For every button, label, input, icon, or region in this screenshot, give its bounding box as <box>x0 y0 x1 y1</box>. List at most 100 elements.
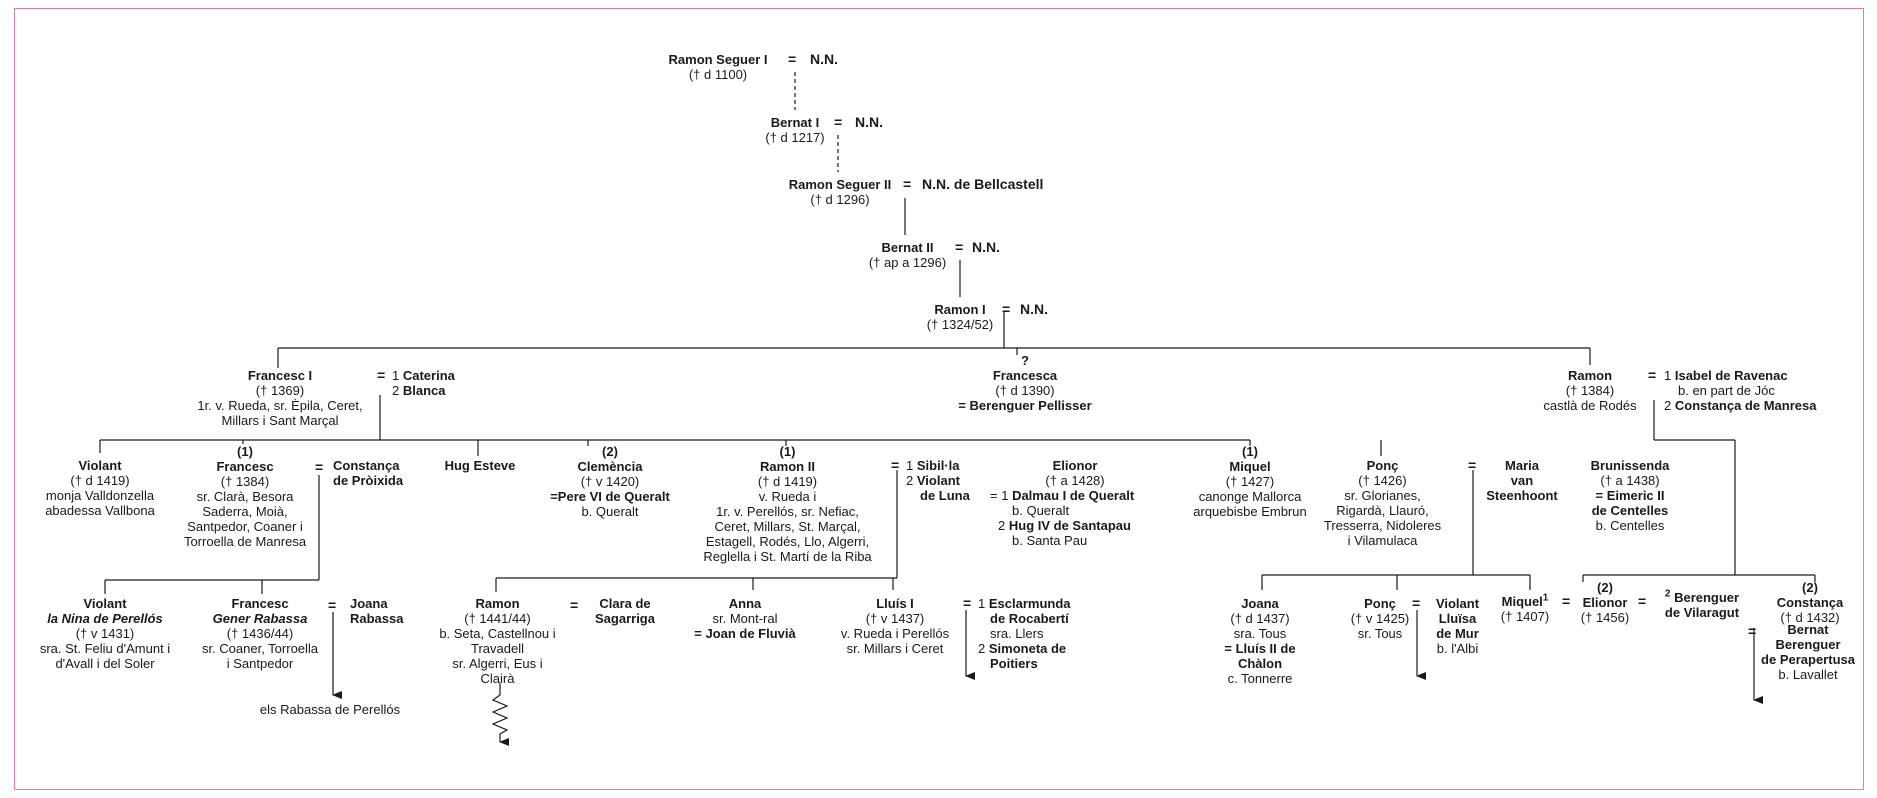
person-info: († v 1425) <box>1350 611 1410 626</box>
person-info: b. Seta, Castellnou i <box>439 626 556 641</box>
person-francesc: (1) Francesc († 1384) sr. Clarà, Besora … <box>170 444 320 549</box>
marriage-order-mark: (1) <box>1242 444 1258 459</box>
person-info: († d 1419) <box>757 474 818 489</box>
person-info: Rigardà, Llauró, <box>1336 503 1429 518</box>
person-elionor: Elionor († a 1428) = 1 Dalmau I de Quera… <box>990 458 1160 548</box>
person-bernat-i: Bernat I († d 1217) <box>755 115 835 145</box>
person-ramon: Ramon († 1384) castlà de Rodés <box>1530 368 1650 413</box>
person-name: Francesc I <box>247 368 313 383</box>
person-info: († 1426) <box>1358 473 1407 488</box>
spouse-line: Lluïsa <box>1438 611 1477 626</box>
person-name: Ponç <box>1364 596 1396 611</box>
spouse-line: Berenguer <box>1775 637 1841 652</box>
marriage-symbol: = <box>1562 593 1571 609</box>
diagram-frame <box>14 8 1864 790</box>
marriage-order-mark: (2) <box>1802 580 1818 595</box>
spouse-info: b. Lavallet <box>1778 667 1838 682</box>
spouse-number: = 1 <box>990 488 1009 503</box>
marriage-order-mark: (1) <box>779 444 796 459</box>
marriage-symbol: = <box>1412 595 1421 611</box>
person-info: 1r. v. Rueda, sr. Èpila, Ceret, <box>197 398 363 413</box>
marriage-symbol: = <box>1638 593 1647 609</box>
person-info: monja Valldonzella <box>45 488 155 503</box>
person-info: sr. Millars i Ceret <box>846 641 944 656</box>
spouse-pere-vi-queralt: =Pere VI de Queralt <box>550 489 670 504</box>
person-info: († d 1437) <box>1230 611 1290 626</box>
person-name: Ponç <box>1366 458 1399 473</box>
person-info: († d 1100) <box>688 67 748 82</box>
label-rabassa-de-perellos: els Rabassa de Perellós <box>259 702 401 717</box>
person-name: Miquel <box>1229 459 1271 474</box>
marriage-symbol: = <box>891 457 900 473</box>
person-name: Hug Esteve <box>444 458 516 473</box>
person-info: i Vilamulaca <box>1347 533 1418 548</box>
marriage-symbol: = <box>963 595 972 611</box>
person-name: Anna <box>728 596 762 611</box>
person-info: v. Rueda i Perellós <box>840 626 950 641</box>
spouse-number: 2 <box>1664 398 1672 413</box>
spouse-info: b. l'Albi <box>1436 641 1479 656</box>
person-ponc: Ponç († 1426) sr. Glorianes, Rigardà, Ll… <box>1320 458 1445 548</box>
spouse-number: 1 <box>392 368 400 383</box>
person-ramon-seguer-i: Ramon Seguer I († d 1100) <box>668 52 768 82</box>
person-clemencia: (2) Clemència († v 1420) =Pere VI de Que… <box>535 444 685 519</box>
marriage-order-mark: (1) <box>237 444 253 459</box>
person-ramon-i: Ramon I († 1324/52) <box>915 302 1005 332</box>
spouse-line: de Vilaragut <box>1664 605 1740 620</box>
person-info: († d 1419) <box>70 473 130 488</box>
spouse-number: 1 <box>906 458 914 473</box>
person-name: Ramon Seguer II <box>788 177 892 192</box>
person-miquel-jr: Miquel1 († 1407) <box>1490 593 1560 624</box>
spouse-info: b. en part de Jóc <box>1678 383 1775 398</box>
person-bernat-ii: Bernat II († ap a 1296) <box>860 240 955 270</box>
person-info: Estagell, Rodés, Llo, Algerri, <box>705 534 870 549</box>
person-info: canonge Mallorca <box>1198 489 1302 504</box>
spouse-line: de Rocabertí <box>990 611 1069 626</box>
spouse-line: Steenhoont <box>1486 488 1558 503</box>
spouse-berenguer-pellisser: = Berenguer Pellisser <box>958 398 1092 413</box>
uncertain-mark: ? <box>1021 353 1029 368</box>
person-info: († 1384) <box>1565 383 1615 398</box>
person-info: v. Rueda i <box>758 489 817 504</box>
spouse-esclarmunda-rocaberti: Esclarmunda <box>988 596 1071 611</box>
spouse-nn-2: N.N. <box>855 114 883 130</box>
spouse-number: 2 <box>392 383 400 398</box>
person-info: sr. Coaner, Torroella <box>201 641 319 656</box>
spouse-blanca: Blanca <box>402 383 446 398</box>
marriage-symbol: = <box>955 239 964 255</box>
person-info: († 1369) <box>255 383 305 398</box>
person-name: Constança <box>1776 595 1844 610</box>
spouse-violant-lluisa-mur: Violant Lluïsa de Mur b. l'Albi <box>1425 596 1490 656</box>
person-info: Santpedor, Coaner i <box>187 519 303 534</box>
spouse-line: Berenguer <box>1674 590 1740 605</box>
person-info: sr. Mont-ral <box>712 611 778 626</box>
person-name: Violant <box>83 596 127 611</box>
person-name: Francesca <box>992 368 1058 383</box>
spouse-line: de Perapertusa <box>1761 652 1855 667</box>
marriage-symbol: = <box>1748 623 1757 639</box>
spouse-number: 1 <box>978 596 986 611</box>
person-name: Lluís I <box>876 596 914 611</box>
person-info: († a 1428) <box>1045 473 1105 488</box>
spouse-nn-4: N.N. <box>1020 301 1048 317</box>
marriage-symbol: = <box>1002 301 1011 317</box>
spouse-line: Sagarriga <box>595 611 655 626</box>
person-info: d'Avall i del Soler <box>55 656 155 671</box>
person-info: († 1436/44) <box>226 626 294 641</box>
person-info: Millars i Sant Marçal <box>221 413 339 428</box>
person-name: Bernat I <box>770 115 820 130</box>
spouse-eimeric-ii: = Eimeric II <box>1595 488 1665 503</box>
marriage-symbol: = <box>328 597 337 613</box>
marriage-symbol: = <box>1648 367 1657 383</box>
spouse-caterina: Caterina <box>402 368 455 383</box>
person-epithet: la Nina de Perellós <box>47 611 163 626</box>
person-info: abadessa Vallbona <box>45 503 155 518</box>
spouse-info: b. Santa Pau <box>1012 533 1088 548</box>
spouse-number: 2 <box>906 473 914 488</box>
spouse-lluis-ii-chalon: = Lluís II de <box>1224 641 1296 656</box>
person-ramon-ii: (1) Ramon II († d 1419) v. Rueda i 1r. v… <box>690 444 885 564</box>
spouse-berenguer-vilaragut: 2 Berenguer de Vilaragut <box>1652 589 1752 620</box>
person-name: Ramon II <box>760 459 815 474</box>
person-info: Tresserra, Nidoleres <box>1323 518 1442 533</box>
person-name: Ramon <box>475 596 520 611</box>
